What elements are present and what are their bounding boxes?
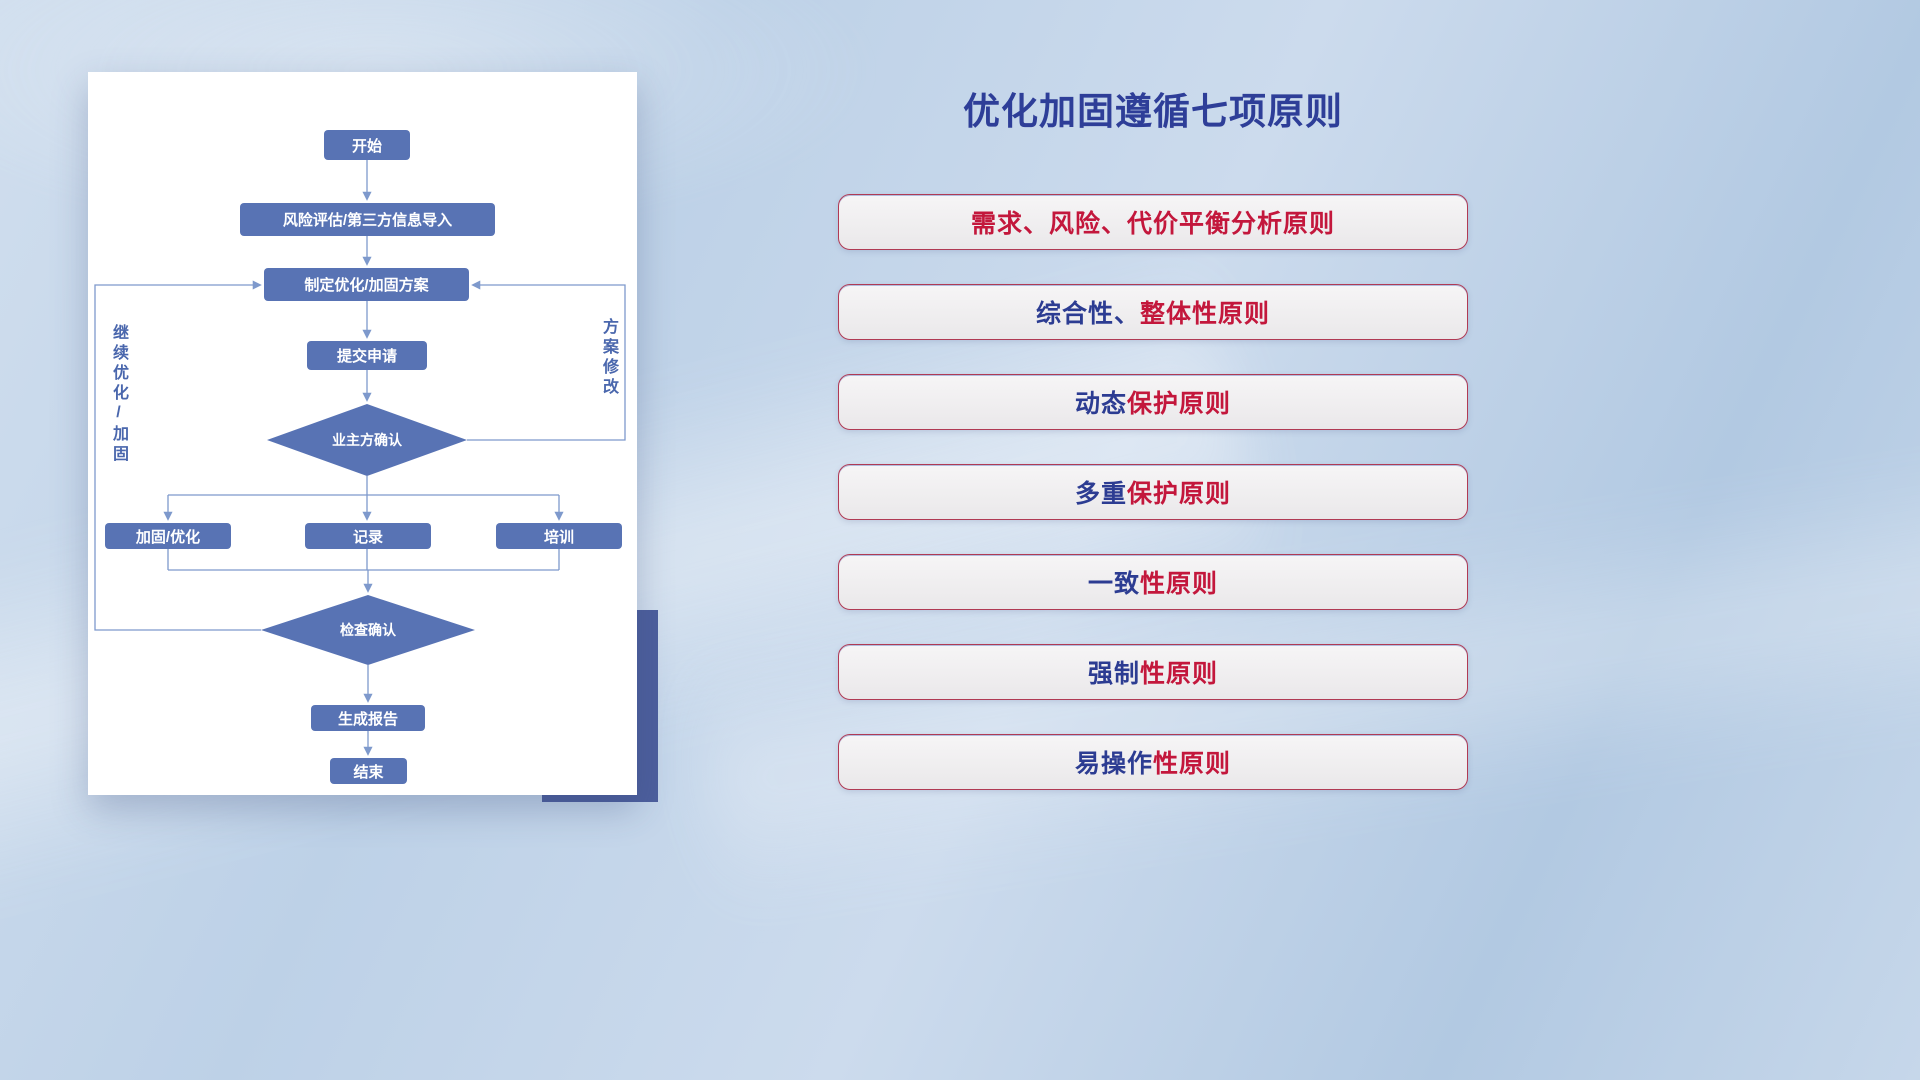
principle-text-part: 易操作: [1074, 750, 1153, 779]
principle-text-part: 保护原则: [1127, 480, 1232, 509]
loop-label-plan-modify: 方案修改: [600, 318, 617, 398]
principle-box: 需求、风险、代价平衡分析原则: [838, 194, 1468, 251]
principle-box: 综合性、整体性原则: [838, 284, 1468, 341]
principle-text-part: 综合性、: [1035, 300, 1140, 329]
flow-node-submit-application: 提交申请: [307, 341, 427, 370]
flow-node-check-confirm-label: 检查确认: [340, 622, 396, 638]
flowchart-connectors: [94, 160, 626, 756]
flowchart-card: 开始 风险评估/第三方信息导入 制定优化/加固方案 提交申请 业主方确认 加固/…: [88, 72, 637, 795]
principle-text-part: 性原则: [1153, 750, 1232, 779]
check-confirm-diamond: [261, 595, 475, 665]
principle-text-part: 强制: [1087, 660, 1140, 689]
principle-text-part: 性原则: [1140, 660, 1219, 689]
flow-node-end: 结束: [330, 758, 407, 784]
principle-box: 强制性原则: [838, 644, 1468, 701]
principles-panel: 优化加固遵循七项原则 需求、风险、代价平衡分析原则综合性、整体性原则动态保护原则…: [838, 90, 1468, 791]
flow-node-risk-assessment: 风险评估/第三方信息导入: [240, 203, 495, 236]
principle-text-part: 需求、风险、代价平衡分析原则: [970, 210, 1335, 239]
loop-label-continue-optimize: 继续优化/加固: [110, 324, 127, 465]
flow-node-reinforce-optimize: 加固/优化: [105, 523, 231, 549]
flow-node-record: 记录: [305, 523, 431, 549]
owner-confirm-diamond: [267, 404, 467, 476]
principle-text-part: 保护原则: [1127, 390, 1232, 419]
flow-node-make-plan: 制定优化/加固方案: [264, 268, 469, 301]
flow-node-generate-report: 生成报告: [311, 705, 425, 731]
principle-box: 动态保护原则: [838, 374, 1468, 431]
principle-text-part: 整体性原则: [1140, 300, 1271, 329]
principle-text-part: 多重: [1074, 480, 1127, 509]
principle-box: 多重保护原则: [838, 464, 1468, 521]
principle-box: 一致性原则: [838, 554, 1468, 611]
principle-box: 易操作性原则: [838, 734, 1468, 791]
principle-text-part: 性原则: [1140, 570, 1219, 599]
flow-node-training: 培训: [496, 523, 622, 549]
principle-text-part: 一致: [1087, 570, 1140, 599]
page-title: 优化加固遵循七项原则: [963, 91, 1343, 132]
flow-node-start: 开始: [324, 130, 410, 160]
flow-node-owner-confirm-label: 业主方确认: [332, 432, 402, 448]
principle-text-part: 动态: [1074, 390, 1127, 419]
decision-diamonds: [261, 404, 475, 665]
principles-list: 需求、风险、代价平衡分析原则综合性、整体性原则动态保护原则多重保护原则一致性原则…: [838, 194, 1468, 791]
